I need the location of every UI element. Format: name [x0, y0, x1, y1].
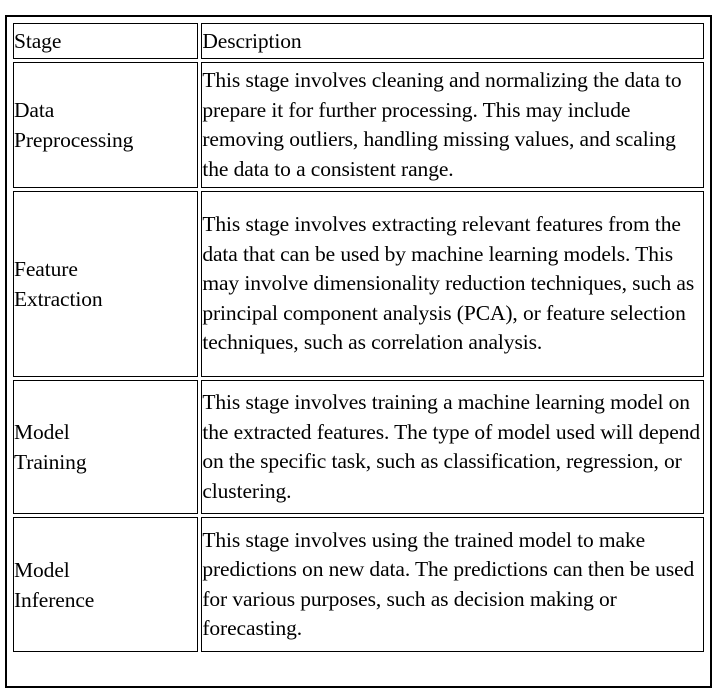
stage-name: Feature Extraction	[14, 257, 103, 311]
cell-stage: Data Preprocessing	[13, 62, 199, 188]
ml-pipeline-stages-table: Stage Description Data Preprocessing Thi…	[10, 20, 707, 655]
cell-stage: Model Inference	[13, 517, 199, 652]
stage-description: This stage involves training a machine l…	[202, 390, 701, 503]
table-row: Data Preprocessing This stage involves c…	[13, 62, 704, 188]
cell-description: This stage involves extracting relevant …	[201, 191, 704, 377]
column-header-description-label: Description	[202, 29, 302, 53]
stage-description: This stage involves cleaning and normali…	[202, 68, 682, 181]
column-header-description: Description	[201, 23, 704, 59]
table-header-row: Stage Description	[13, 23, 704, 59]
stage-name: Model Inference	[14, 557, 95, 612]
column-header-stage: Stage	[13, 23, 199, 59]
stage-name: Model Training	[14, 420, 87, 474]
cell-description: This stage involves training a machine l…	[201, 380, 704, 514]
table-outer-frame: Stage Description Data Preprocessing Thi…	[5, 15, 712, 688]
cell-stage: Model Training	[13, 380, 199, 514]
stage-description: This stage involves extracting relevant …	[202, 212, 695, 355]
table-row: Feature Extraction This stage involves e…	[13, 191, 704, 377]
column-header-stage-label: Stage	[14, 29, 62, 53]
cell-description: This stage involves using the trained mo…	[201, 517, 704, 652]
table-row: Model Training This stage involves train…	[13, 380, 704, 514]
stage-description: This stage involves using the trained mo…	[202, 527, 695, 641]
cell-description: This stage involves cleaning and normali…	[201, 62, 704, 188]
stage-name: Data Preprocessing	[14, 98, 134, 152]
cell-stage: Feature Extraction	[13, 191, 199, 377]
table-row: Model Inference This stage involves usin…	[13, 517, 704, 652]
